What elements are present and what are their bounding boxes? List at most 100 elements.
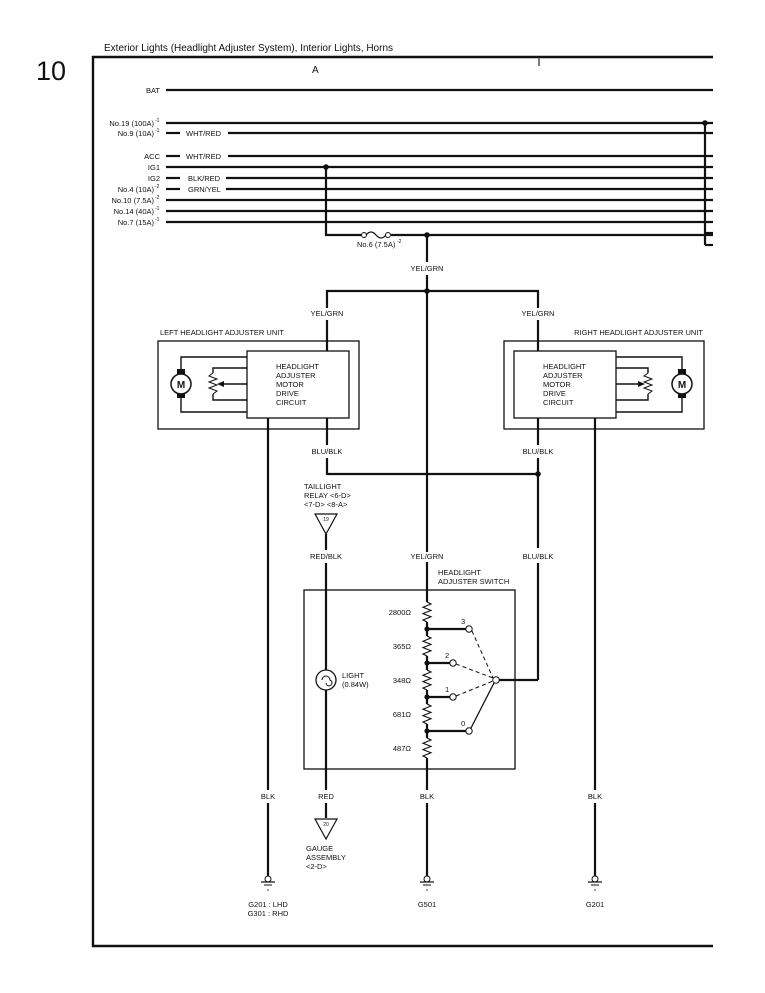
left-circuit-line-5: CIRCUIT [276,398,307,407]
left-ground-id-2: G301 : RHD [248,909,289,918]
left-motor-wire-top [180,356,247,370]
wire-color-ig2: BLK/RED [188,174,221,183]
position-contact [465,625,473,633]
right-motor-label: M [678,380,686,391]
wire-color-no4: GRN/YEL [188,185,221,194]
resistor-icon [421,669,433,691]
center-ground-label: BLK [420,792,434,801]
left-motor-brush-top [177,369,185,375]
gauge-line-3: <2-D> [306,862,327,871]
resistor-icon [421,635,433,657]
ig1-tap-wire [324,167,361,237]
ground-symbols [261,875,602,891]
page-title: Exterior Lights (Headlight Adjuster Syst… [104,43,393,54]
resistor-value: 365Ω [393,642,412,651]
position-contact [449,659,457,667]
wire-color-no9: WHT/RED [186,129,222,138]
resistor-value: 348Ω [393,676,412,685]
position-label: 1 [445,685,449,694]
resistor-icon [421,737,433,759]
left-headlight-adjuster-unit: LEFT HEADLIGHT ADJUSTER UNIT HEADLIGHT A… [157,328,538,790]
left-motor-label: M [177,380,185,391]
left-ground-label-bg [257,791,279,801]
page-number: 10 [36,56,66,86]
light-bulb-icon [315,669,337,691]
position-contact [449,693,457,701]
position-label: 2 [445,651,449,660]
wire-color-acc: WHT/RED [186,152,222,161]
left-unit-box [157,340,360,430]
page-frame [91,55,713,948]
right-potentiometer-icon [642,372,654,395]
left-ground-label: BLK [261,792,275,801]
switch-signal-label: BLU/BLK [523,552,554,561]
left-circuit-line-3: MOTOR [276,380,304,389]
gauge-label-bg [315,791,337,801]
left-unit-title: LEFT HEADLIGHT ADJUSTER UNIT [160,328,284,337]
left-circuit-line-1: HEADLIGHT [276,362,319,371]
left-ground-id-1: G201 : LHD [248,900,288,909]
power-label-no14: No.14 (40A) [114,207,155,216]
left-motor-wire-bottom [180,396,247,413]
connector-20-icon [313,818,339,841]
right-motor-brush-top [678,369,686,375]
connector-19-label: 19 [323,517,329,523]
power-label-ig2: IG2 [148,174,160,183]
fuse-terminal-right [385,232,391,238]
right-feed-label: YEL/GRN [522,309,555,318]
feed-branch-wire [325,289,540,308]
right-pot-wire-top [616,367,649,373]
power-label-acc: ACC [144,152,160,161]
resistor-value: 2800Ω [389,608,412,617]
ground-icon [591,875,599,883]
common-contact [492,676,500,684]
fuse-label: No.6 (7.5A) [357,240,396,249]
right-ground-id: G201 [586,900,604,909]
taillight-relay-line-3: <7-D> <8-A> [304,500,348,509]
power-label-no19: No.19 (100A) [109,119,154,128]
switch-title-line-1: HEADLIGHT [438,568,481,577]
light-filament-icon [321,675,333,687]
light-label-2: (0.84W) [342,680,369,689]
power-label-no9: No.9 (10A) [118,129,155,138]
gauge-line-1: GAUGE [306,844,333,853]
switch-dashed-link [455,680,494,697]
resistor-icon [421,601,433,623]
power-label-no7: No.7 (15A) [118,218,155,227]
switch-dashed-link [471,630,494,679]
right-circuit-line-3: MOTOR [543,380,571,389]
fuse-icon [365,231,387,239]
power-sup-no14: -1 [155,206,160,212]
power-line-labels: BAT No.19 (100A) -1 No.9 (10A) -1 ACC IG… [109,86,160,227]
left-signal-label: BLU/BLK [312,447,343,456]
power-label-bat: BAT [146,86,160,95]
splice-no19 [702,120,708,126]
right-pot-wire-bottom [616,394,649,401]
right-pot-arrow-icon [638,381,645,387]
left-pot-arrow-icon [217,381,224,387]
right-signal-label: BLU/BLK [523,447,554,456]
right-circuit-line-1: HEADLIGHT [543,362,586,371]
right-motor-wire-bottom [616,396,683,413]
ground-icon [264,875,272,883]
left-pot-wire-bottom [212,394,247,401]
ground-section: BLK RED BLK BLK 20 GAUGE ASSEMBLY <2-D> … [248,791,606,918]
position-label: 0 [461,719,465,728]
headlight-adjuster-switch: HEADLIGHT ADJUSTER SWITCH LIGHT (0.84W) … [303,568,538,770]
taillight-relay-line-1: TAILLIGHT [304,482,342,491]
connector-20-label: 20 [323,822,329,828]
resistor-icon [421,703,433,725]
gauge-line-2: ASSEMBLY [306,853,346,862]
feed-wire-label: YEL/GRN [411,264,444,273]
center-ground-label-bg [416,791,438,801]
power-sup-no7: -1 [155,217,160,223]
right-motor-wire-top [616,356,683,370]
left-circuit-line-2: ADJUSTER [276,371,316,380]
left-potentiometer-icon [207,372,219,395]
left-pot-wire-top [212,367,247,373]
section-marker: A [312,65,319,76]
fuse-label-sup: -2 [397,239,402,245]
power-lines: WHT/RED WHT/RED BLK/RED GRN/YEL [166,88,713,247]
